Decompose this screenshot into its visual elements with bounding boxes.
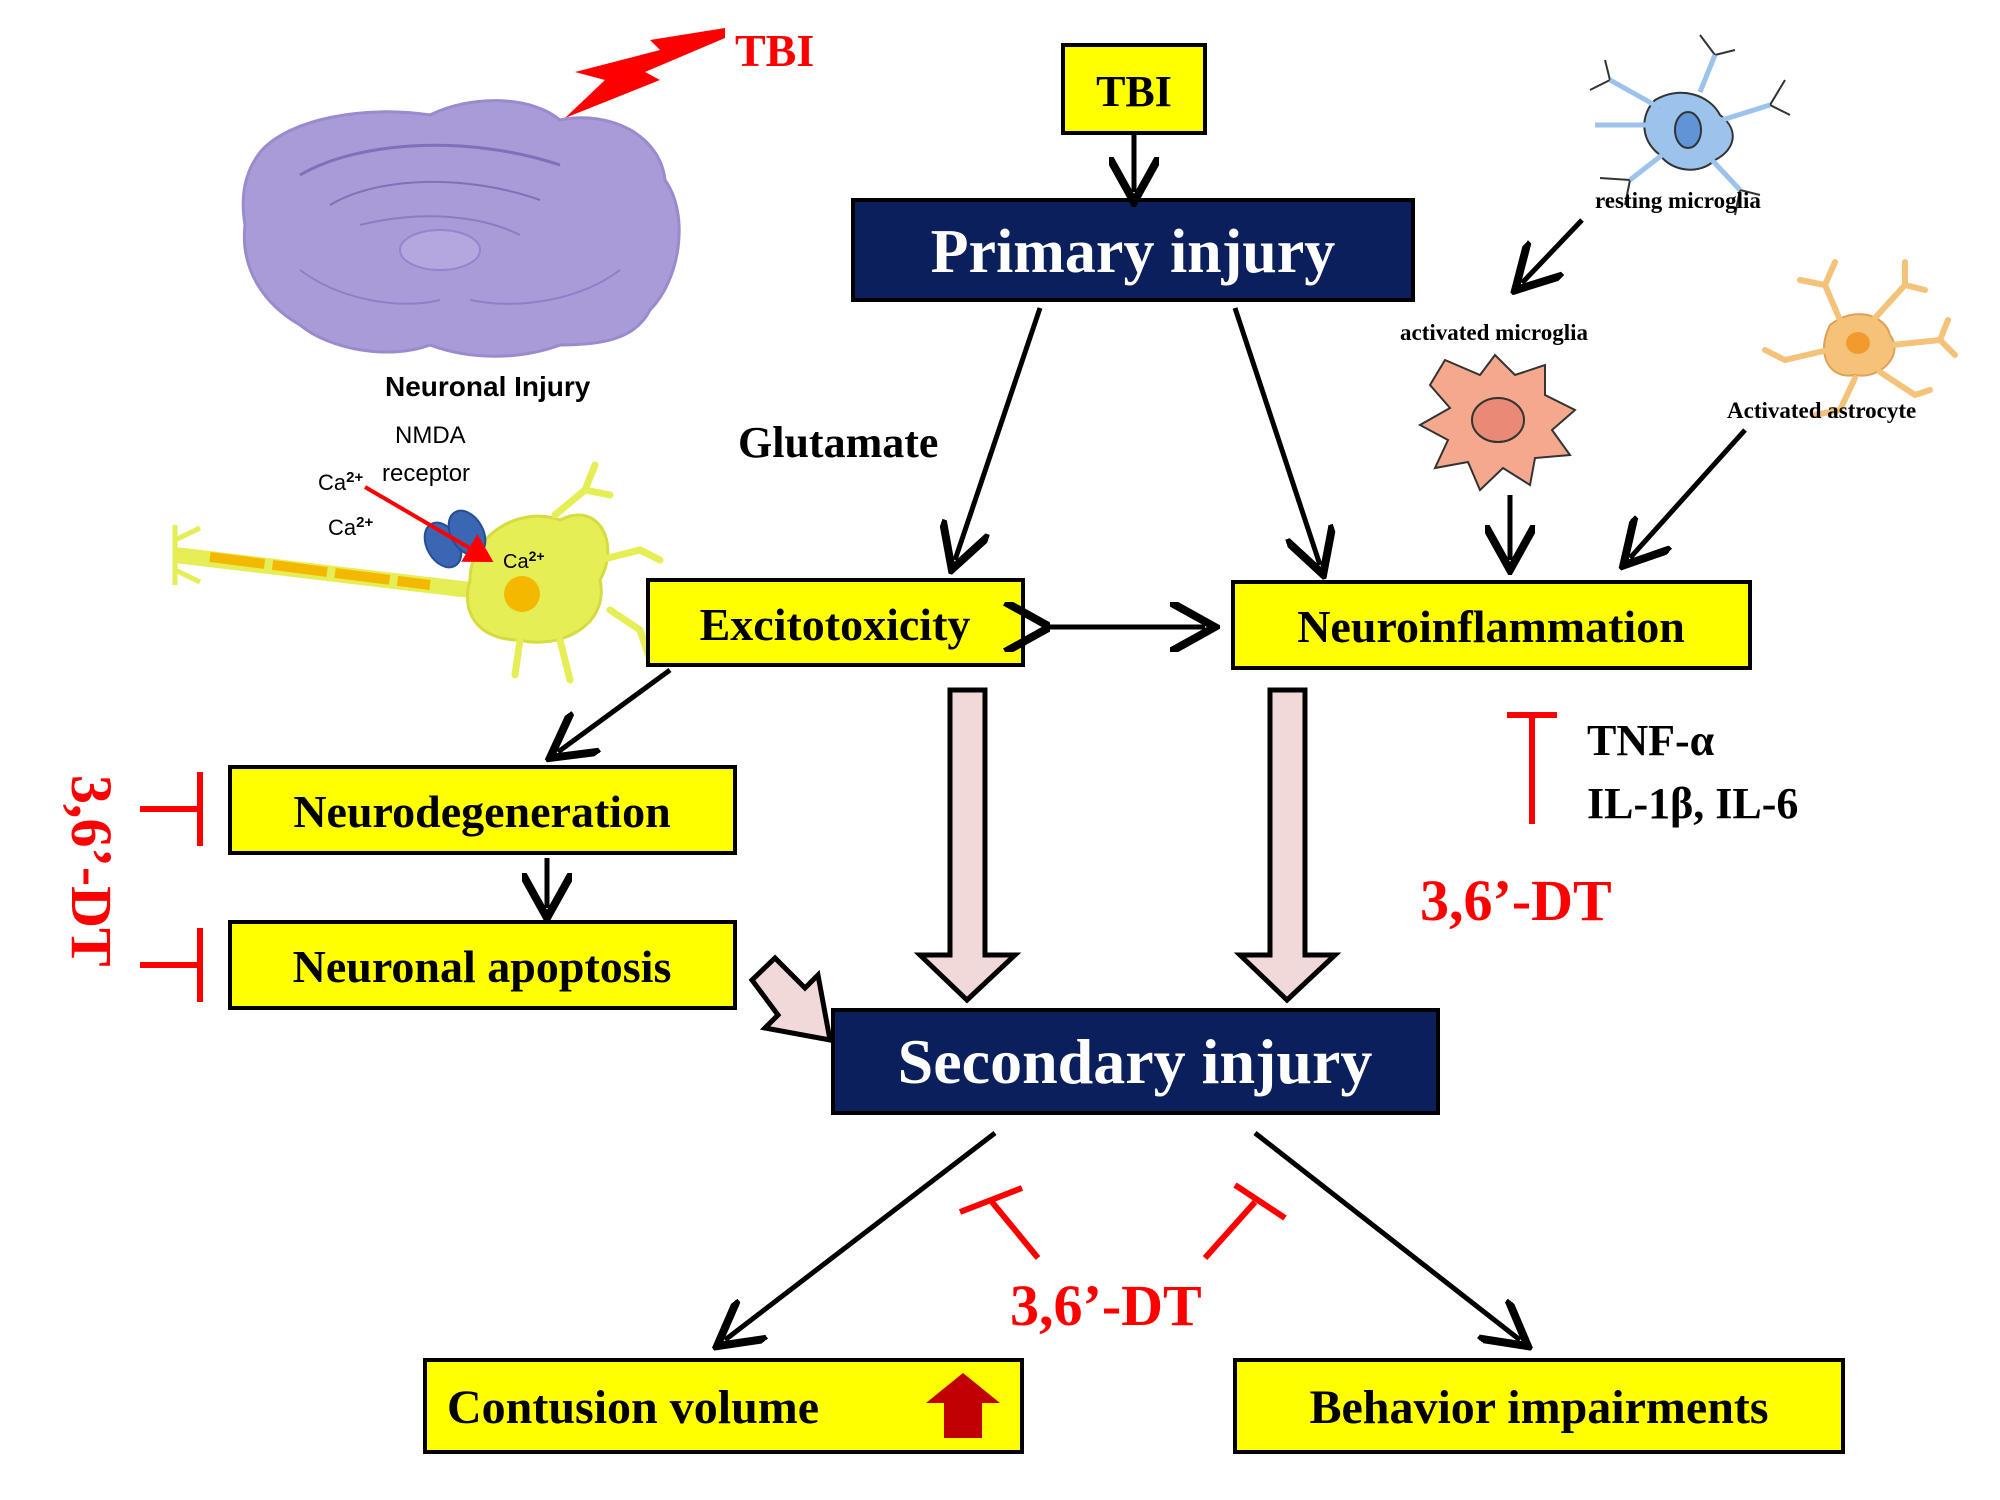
primary-injury-box <box>851 198 1415 302</box>
hollow-arrow-excitotoxicity-to-secondary <box>913 687 1022 1004</box>
tbi-box <box>1061 43 1207 135</box>
secondary-injury-label: Secondary injury <box>898 1026 1373 1097</box>
behavior-impairments-label: Behavior impairments <box>1309 1381 1768 1434</box>
behavior-impairments-box <box>1233 1358 1845 1454</box>
neurodegeneration-box <box>228 765 737 855</box>
arrow-resting-to-activated-microglia <box>1522 218 1584 283</box>
inhibit-behavior-mark <box>1202 1182 1287 1260</box>
arrow-primary-to-excitotoxicity <box>955 307 1043 560</box>
neurodegeneration-label: Neurodegeneration <box>293 786 670 837</box>
neuronal-injury-label: Neuronal Injury <box>385 371 591 402</box>
drug-label-bottom: 3,6’-DT <box>1010 1273 1202 1338</box>
activated-astrocyte-label: Activated astrocyte <box>1727 398 1916 423</box>
inhibit-cytokines-mark <box>1507 712 1557 824</box>
neuronal-apoptosis-label: Neuronal apoptosis <box>293 941 672 992</box>
neuroinflammation-box <box>1231 580 1752 670</box>
inhibit-contusion-mark <box>958 1185 1041 1260</box>
secondary-injury-box <box>831 1008 1440 1115</box>
arrow-primary-to-neuroinflammation <box>1232 307 1320 565</box>
inhibition-marks <box>140 712 1557 1260</box>
cytokines-line2: IL-1β, IL-6 <box>1587 779 1798 828</box>
contusion-volume-box <box>423 1358 1024 1454</box>
arrow-secondary-to-contusion <box>725 1131 997 1340</box>
resting-microglia-illustration <box>1589 34 1791 216</box>
arrow-secondary-to-behavior <box>1253 1131 1520 1340</box>
lightning-bolt-icon <box>565 28 725 118</box>
increase-arrow-icon <box>926 1373 1000 1438</box>
primary-injury-label: Primary injury <box>931 218 1336 286</box>
arrow-astrocyte-to-neuroinflammation <box>1630 428 1747 558</box>
cytokines-line1: TNF-α <box>1587 716 1715 765</box>
arrow-excitotoxicity-to-neurodegeneration <box>558 667 672 752</box>
brain-illustration <box>241 99 681 358</box>
drug-label-inflammation: 3,6’-DT <box>1420 868 1612 933</box>
hollow-arrows <box>748 687 1342 1044</box>
nmda-label-line2: receptor <box>382 460 470 487</box>
glutamate-label: Glutamate <box>738 418 938 467</box>
hollow-arrow-neuroinflammation-to-secondary <box>1233 687 1342 1004</box>
resting-microglia-label: resting microglia <box>1595 188 1761 213</box>
inhibit-apoptosis-mark <box>140 928 203 1002</box>
inhibit-neurodegeneration-mark <box>140 772 203 846</box>
calcium-label-1: Ca2+ <box>318 469 363 495</box>
activated-astrocyte-illustration <box>1762 259 1958 418</box>
drug-label-left-vertical: 3,6’-DT <box>59 775 124 967</box>
hollow-arrow-apoptosis-to-secondary <box>748 954 834 1044</box>
flow-arrows <box>547 133 1747 1340</box>
activated-microglia-illustration <box>1417 353 1577 492</box>
calcium-label-2: Ca2+ <box>328 514 373 540</box>
nmda-label-line1: NMDA <box>395 422 466 449</box>
excitotoxicity-label: Excitotoxicity <box>700 599 971 650</box>
neuronal-apoptosis-box <box>228 920 737 1010</box>
contusion-volume-label: Contusion volume <box>447 1381 819 1434</box>
neuroinflammation-label: Neuroinflammation <box>1297 601 1685 652</box>
tbi-box-label: TBI <box>1096 67 1172 116</box>
brain-tbi-label: TBI <box>735 25 814 76</box>
neuron-illustration <box>172 461 664 684</box>
activated-microglia-label: activated microglia <box>1400 320 1588 345</box>
calcium-label-3: Ca2+ <box>503 548 545 573</box>
